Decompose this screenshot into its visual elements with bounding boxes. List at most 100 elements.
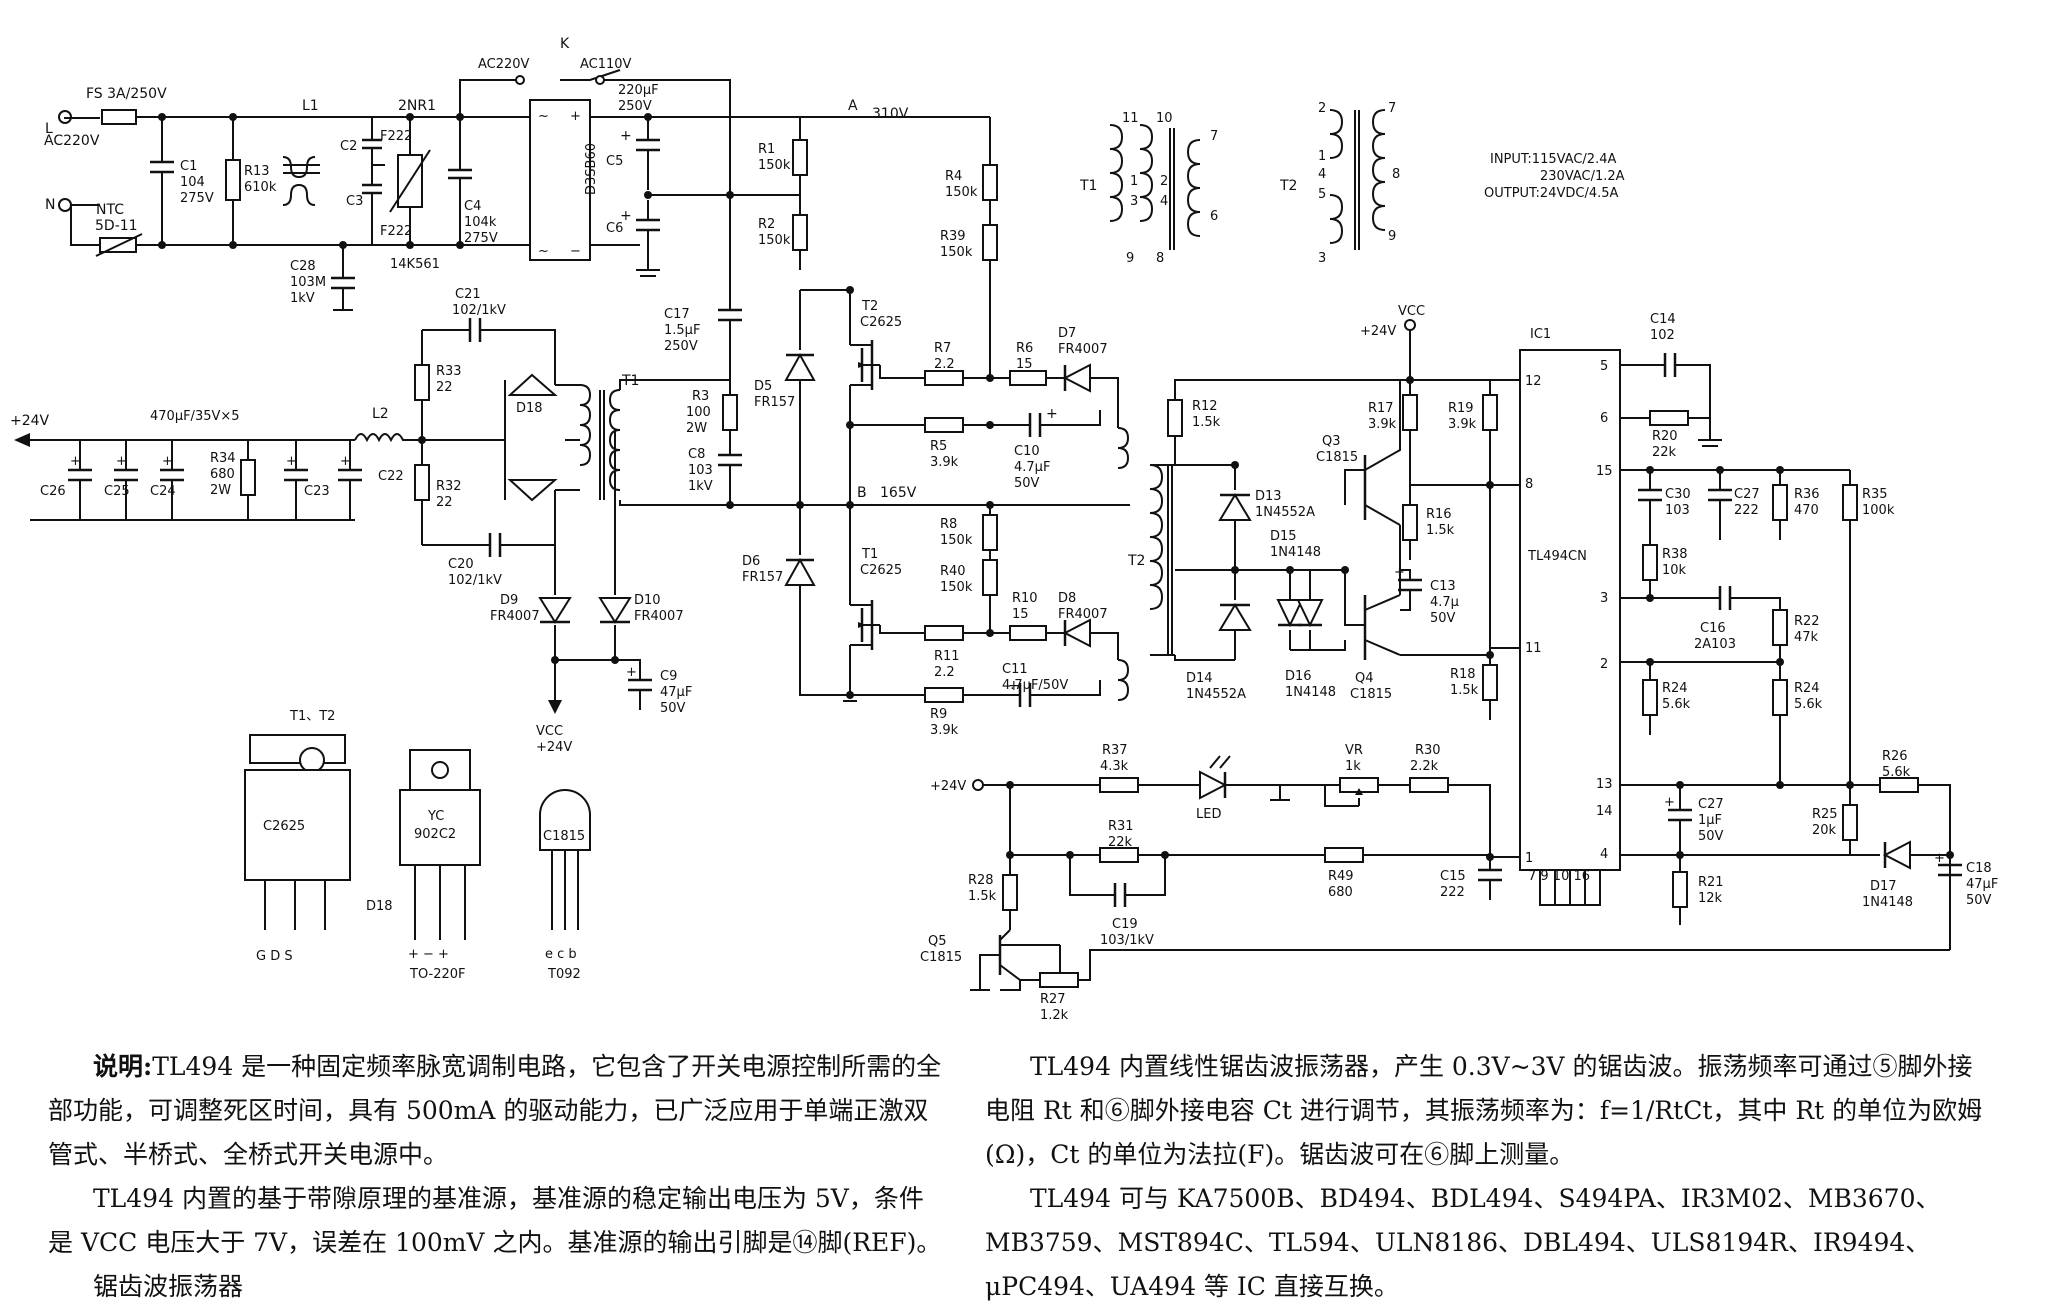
ic-pin-4: 4 (1600, 847, 1608, 862)
tr-t2-label: T2 (1279, 178, 1297, 194)
r33-label: R33 (436, 364, 462, 379)
c10-value: 4.7μF (1014, 460, 1050, 475)
resistor-r8 (982, 514, 998, 551)
svg-text:+: + (620, 208, 632, 224)
resistor-r11 (924, 625, 964, 641)
r20-value: 22k (1652, 445, 1677, 460)
diode-d18-bottom (507, 479, 558, 502)
d15-value: 1N4148 (1270, 545, 1321, 560)
resistor-r2 (792, 214, 808, 251)
transformer-pinouts: T1 11 10 1 2 3 4 9 8 7 6 T2 2 1 4 5 3 7 … (1079, 101, 1625, 266)
r30-label: R30 (1415, 743, 1441, 758)
spec-output: OUTPUT:24VDC/4.5A (1484, 186, 1619, 201)
c9-value: 47μF (660, 685, 692, 700)
r11-value: 2.2 (934, 665, 955, 680)
package-c1815 (539, 789, 591, 851)
svg-text:~: ~ (538, 244, 549, 259)
c5-label: C5 (606, 154, 623, 169)
diode-d17 (1882, 840, 1911, 870)
c14-value: 102 (1650, 328, 1675, 343)
ntc-label: NTC (96, 202, 124, 218)
resistor-r25 (1842, 804, 1858, 841)
r25-value: 20k (1812, 823, 1837, 838)
c18-value: 47μF (1966, 877, 1998, 892)
r28-value: 1.5k (968, 889, 997, 904)
resistor-r39 (982, 224, 998, 261)
r13-label: R13 (244, 164, 270, 179)
package-t1t2-title: T1、T2 (289, 709, 335, 724)
line-label: L (45, 121, 53, 137)
c2-label: C2 (340, 139, 357, 154)
diode-d16 (1296, 599, 1324, 628)
c27-label: C27 (1698, 797, 1724, 812)
svg-text:+: + (1394, 565, 1405, 580)
c10-label: C10 (1014, 444, 1040, 459)
c17-label: C17 (664, 307, 690, 322)
t2-mosfet-value: C2625 (860, 315, 902, 330)
r16-label: R16 (1426, 507, 1452, 522)
c17-voltage: 250V (664, 339, 698, 354)
d14-label: D14 (1186, 671, 1213, 686)
r24b-value: 5.6k (1794, 697, 1823, 712)
d16-label: D16 (1285, 669, 1312, 684)
ic-pin-2: 2 (1600, 657, 1608, 672)
f222-bottom: F222 (380, 224, 412, 239)
switch-k-label: K (560, 36, 570, 52)
r6-label: R6 (1016, 341, 1033, 356)
resistor-r9 (924, 687, 964, 703)
input-stage: AC220V L N FS 3A/250V NTC 5D-11 C1 104 2… (44, 36, 990, 311)
ic-pin-11: 11 (1525, 641, 1542, 656)
resistor-r7 (924, 370, 964, 386)
r40-value: 150k (940, 580, 973, 595)
tr-t1-label: T1 (1079, 178, 1097, 194)
tl494-power-supply-schematic: AC220V L N FS 3A/250V NTC 5D-11 C1 104 2… (10, 36, 1998, 1023)
t2-pin-8: 8 (1392, 167, 1400, 182)
resistor-r34 (240, 459, 256, 496)
r39-value: 150k (940, 245, 973, 260)
svg-text:+: + (1046, 406, 1058, 422)
ic-pin-1: 1 (1525, 851, 1533, 866)
ac-input-label: AC220V (44, 133, 100, 149)
c4-voltage: 275V (464, 231, 498, 246)
package-drawings: T1、T2 C2625 G D S YC 902C2 D18 + − + TO-… (244, 709, 591, 982)
r10-value: 15 (1012, 607, 1029, 622)
r8-value: 150k (940, 533, 973, 548)
ic1-part-number: TL494CN (1527, 549, 1587, 564)
t2-pin-7: 7 (1388, 101, 1396, 116)
c10-voltage: 50V (1014, 476, 1040, 491)
ic-pin-3: 3 (1600, 591, 1608, 606)
d14-value: 1N4552A (1186, 687, 1246, 702)
r33-value: 22 (436, 380, 453, 395)
diode-d10 (598, 597, 632, 624)
resistor-r24-left (1642, 679, 1658, 716)
l1-label: L1 (302, 98, 319, 114)
fuse-fs (101, 109, 137, 125)
svg-text:+: + (570, 109, 581, 124)
c1-label: C1 (180, 159, 197, 174)
ic-pin-13: 13 (1596, 777, 1613, 792)
r17-label: R17 (1368, 401, 1394, 416)
t1-pin-10: 10 (1156, 111, 1173, 126)
r32-value: 22 (436, 495, 453, 510)
t2-pin-1: 1 (1318, 149, 1326, 164)
diode-d18-top (507, 373, 558, 396)
c8-label: C8 (688, 447, 705, 462)
vcc-arrow-icon (548, 700, 562, 714)
c30-value: 103 (1665, 503, 1690, 518)
t2-mosfet-label: T2 (861, 299, 878, 314)
feedback-24v-label: +24V (930, 779, 966, 794)
common-mode-choke-l1 (282, 156, 320, 206)
t2-pin-2: 2 (1318, 101, 1326, 116)
r20-label: R20 (1652, 429, 1678, 444)
svg-text:+: + (620, 128, 632, 144)
resistor-r32 (414, 464, 430, 501)
t2-driver-label: T2 (1127, 553, 1145, 569)
c27-voltage: 50V (1698, 829, 1724, 844)
r6-value: 15 (1016, 357, 1033, 372)
svg-text:+: + (70, 454, 81, 469)
c30-label: C30 (1665, 487, 1691, 502)
output-capacitor-bank: ++ ++ + (68, 440, 362, 520)
output-caps-spec: 470μF/35V×5 (150, 409, 240, 424)
r4-label: R4 (945, 169, 962, 184)
r2-label: R2 (758, 217, 775, 232)
